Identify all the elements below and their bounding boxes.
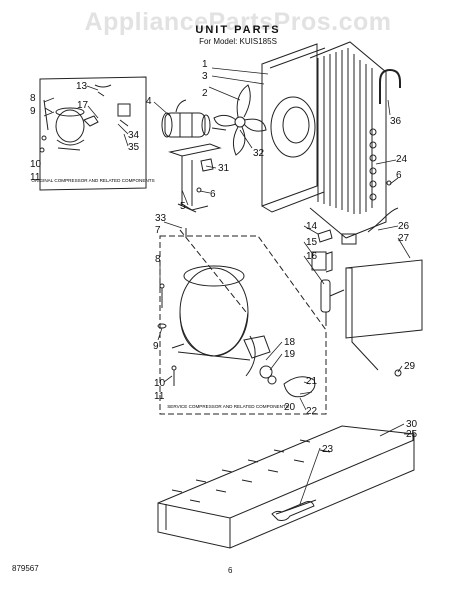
callout-19: 19 xyxy=(284,349,296,360)
base-pan-drawing xyxy=(157,425,415,549)
callout-labels: 1 2 3 4 5 6 6 7 8 8 9 9 10 10 11 11 13 1… xyxy=(30,59,418,455)
callout-24: 24 xyxy=(396,154,408,165)
callout-9: 9 xyxy=(153,341,159,352)
callout-18: 18 xyxy=(284,337,296,348)
diagram-title: UNIT PARTS xyxy=(195,24,281,36)
callout-5: 5 xyxy=(180,201,186,212)
callout-4: 4 xyxy=(146,96,152,107)
watermark: AppliancePartsPros.com xyxy=(84,8,392,36)
leader-lines xyxy=(43,67,414,505)
callout-26: 26 xyxy=(398,221,410,232)
callout-32: 32 xyxy=(253,148,265,159)
callout-7: 7 xyxy=(155,225,161,236)
diagram-code: 879567 xyxy=(12,564,39,573)
callout-14: 14 xyxy=(306,221,318,232)
callout-3: 3 xyxy=(202,71,208,82)
callout-10: 10 xyxy=(154,378,166,389)
capacitor-drawing xyxy=(200,158,214,172)
filter-drier-drawing xyxy=(271,501,315,521)
callout-1: 1 xyxy=(202,59,208,70)
compressor-drawing xyxy=(171,265,277,385)
callout-33: 33 xyxy=(155,213,167,224)
callout-2: 2 xyxy=(202,88,208,99)
service-compressor-box xyxy=(159,235,327,415)
inset-compressor-drawing xyxy=(39,84,131,153)
condenser-coil-drawing xyxy=(309,41,387,239)
callout-35: 35 xyxy=(128,142,140,153)
callout-25: 25 xyxy=(406,429,418,440)
page-number: 6 xyxy=(228,566,233,575)
callout-11-inset: 11 xyxy=(30,172,41,183)
callout-30: 30 xyxy=(406,419,418,430)
callout-29: 29 xyxy=(404,361,416,372)
service-box-caption: SERVICE COMPRESSOR AND RELATED COMPONENT… xyxy=(167,404,289,409)
original-compressor-box xyxy=(39,76,147,191)
callout-6-coil: 6 xyxy=(396,170,402,181)
partition-panel-drawing xyxy=(345,259,423,371)
callout-20: 20 xyxy=(284,402,296,413)
original-box-caption: ORIGINAL COMPRESSOR AND RELATED COMPONEN… xyxy=(31,178,154,183)
bulb-lead-drawing xyxy=(367,207,399,233)
callout-21: 21 xyxy=(306,376,318,387)
callout-10-inset: 10 xyxy=(30,159,42,170)
callout-8-inset: 8 xyxy=(30,93,36,104)
callout-15: 15 xyxy=(306,237,318,248)
callout-23: 23 xyxy=(322,444,334,455)
callout-31: 31 xyxy=(218,163,230,174)
fan-blade-drawing xyxy=(213,84,267,156)
callout-22: 22 xyxy=(306,406,318,417)
callout-13: 13 xyxy=(76,81,88,92)
callout-11: 11 xyxy=(154,391,165,402)
fan-motor-drawing xyxy=(161,99,227,138)
callout-34: 34 xyxy=(128,130,140,141)
tube-clip-drawing xyxy=(379,68,401,104)
callout-8: 8 xyxy=(155,254,161,265)
motor-bracket-drawing xyxy=(168,143,222,213)
callout-16: 16 xyxy=(306,251,318,262)
terminal-cover-drawing xyxy=(283,376,316,398)
callout-36: 36 xyxy=(390,116,402,127)
callout-17: 17 xyxy=(77,100,89,111)
callout-9-inset: 9 xyxy=(30,106,36,117)
fan-shroud-drawing xyxy=(261,43,326,213)
relay-drawing xyxy=(311,229,357,326)
callout-6-motor: 6 xyxy=(210,189,216,200)
model-subtitle: For Model: KUIS185S xyxy=(199,37,277,46)
callout-27: 27 xyxy=(398,233,410,244)
